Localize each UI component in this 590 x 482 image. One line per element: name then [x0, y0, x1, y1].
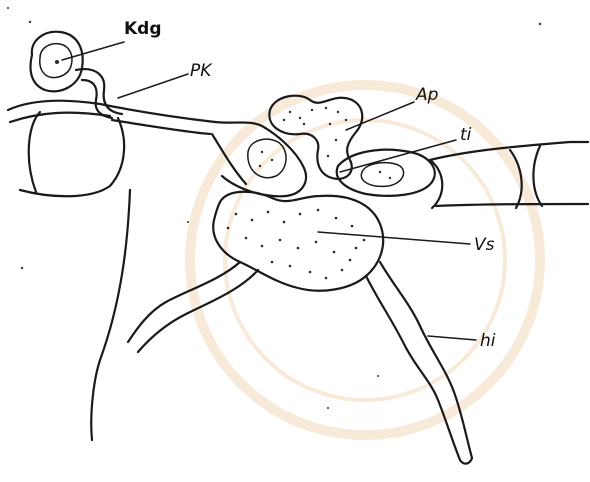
paper-specks [7, 7, 541, 409]
left-tube [8, 101, 215, 440]
gland-kdg [31, 32, 83, 92]
leader-vs [318, 232, 470, 244]
leader-ti [340, 140, 456, 172]
label-hi: hi [480, 331, 496, 351]
vesicle-vs [213, 192, 383, 291]
watermark-seal [190, 85, 540, 435]
label-pk: PK [190, 61, 213, 81]
leader-hi [428, 336, 476, 340]
label-ap: Ap [415, 85, 439, 105]
label-ti: ti [460, 125, 472, 145]
leader-kdg [62, 42, 124, 60]
label-kdg: Kdg [124, 19, 162, 39]
label-vs: Vs [474, 235, 495, 255]
duct-pk [76, 69, 122, 118]
vesicle-vs-stipple [227, 209, 366, 280]
leader-lines [62, 42, 476, 340]
leader-pk [118, 74, 188, 98]
